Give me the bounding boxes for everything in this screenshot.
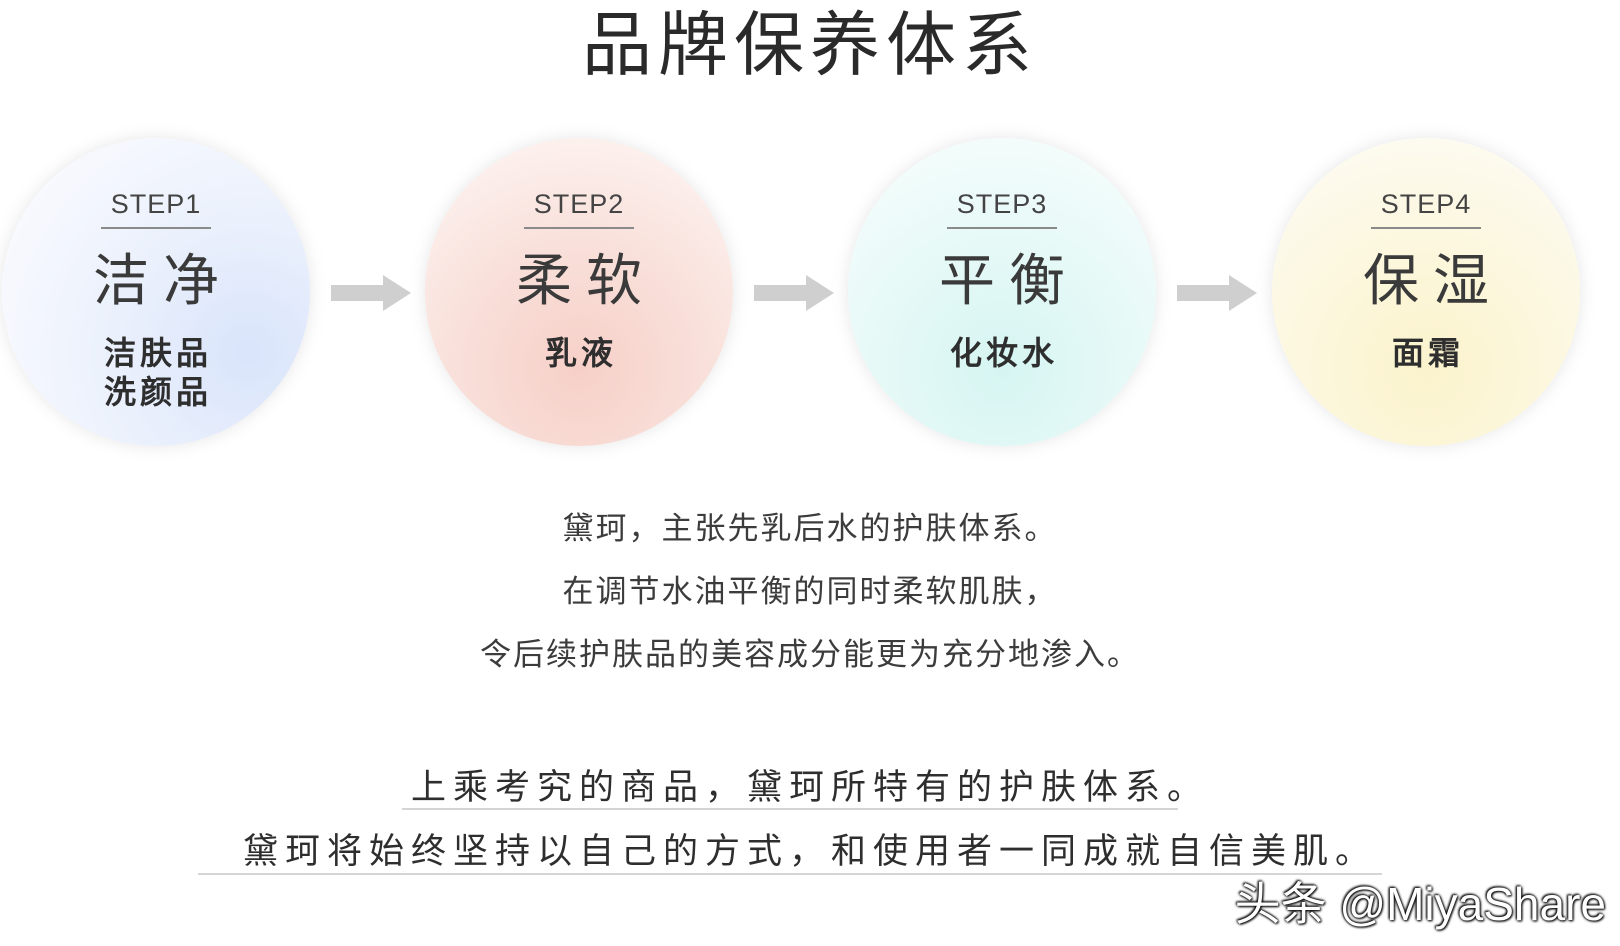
description-line: 黛珂，主张先乳后水的护肤体系。 <box>562 511 1058 547</box>
step-label: STEP4 <box>1380 189 1472 219</box>
step-name: 保湿 <box>1363 249 1503 314</box>
step-products: 面霜 <box>1272 334 1580 373</box>
watermark: 头条 @MiyaShare <box>1234 878 1606 930</box>
step-label: STEP2 <box>533 189 625 219</box>
step-label: STEP1 <box>110 189 202 219</box>
step-product: 乳液 <box>544 334 617 372</box>
step-products: 化妆水 <box>848 334 1156 373</box>
arrow-right-icon <box>754 275 834 311</box>
step-products: 洁肤品 洗颜品 <box>2 334 310 412</box>
step-product: 洗颜品 <box>103 373 212 411</box>
step-label-underline <box>524 227 634 229</box>
description-line: 在调节水油平衡的同时柔软肌肤， <box>562 574 1058 610</box>
step-label-underline <box>947 227 1057 229</box>
step-name: 柔软 <box>516 249 656 314</box>
step-label-underline <box>1371 227 1481 229</box>
tagline-line: 上乘考究的商品，黛珂所特有的护肤体系。 <box>410 768 1209 808</box>
step-product: 洁肤品 <box>103 334 212 372</box>
step-name: 洁净 <box>93 249 233 314</box>
step-circle-4: STEP4 保湿 面霜 <box>1272 138 1580 446</box>
step-name: 平衡 <box>939 249 1079 314</box>
step-circle-3: STEP3 平衡 化妆水 <box>848 138 1156 446</box>
step-label-underline <box>101 227 211 229</box>
diagram-title: 品牌保养体系 <box>582 4 1038 86</box>
description-line: 令后续护肤品的美容成分能更为充分地渗入。 <box>480 637 1140 673</box>
step-products: 乳液 <box>425 334 733 373</box>
step-circle-1: STEP1 洁净 洁肤品 洗颜品 <box>2 138 310 446</box>
arrow-right-icon <box>331 275 411 311</box>
step-circle-2: STEP2 柔软 乳液 <box>425 138 733 446</box>
arrow-right-icon <box>1177 275 1257 311</box>
tagline-underline <box>198 873 1382 875</box>
step-product: 化妆水 <box>949 334 1058 372</box>
tagline-underline <box>402 808 1178 810</box>
tagline-line: 黛珂将始终坚持以自己的方式，和使用者一同成就自信美肌。 <box>242 832 1377 872</box>
step-product: 面霜 <box>1391 334 1464 372</box>
step-label: STEP3 <box>956 189 1048 219</box>
